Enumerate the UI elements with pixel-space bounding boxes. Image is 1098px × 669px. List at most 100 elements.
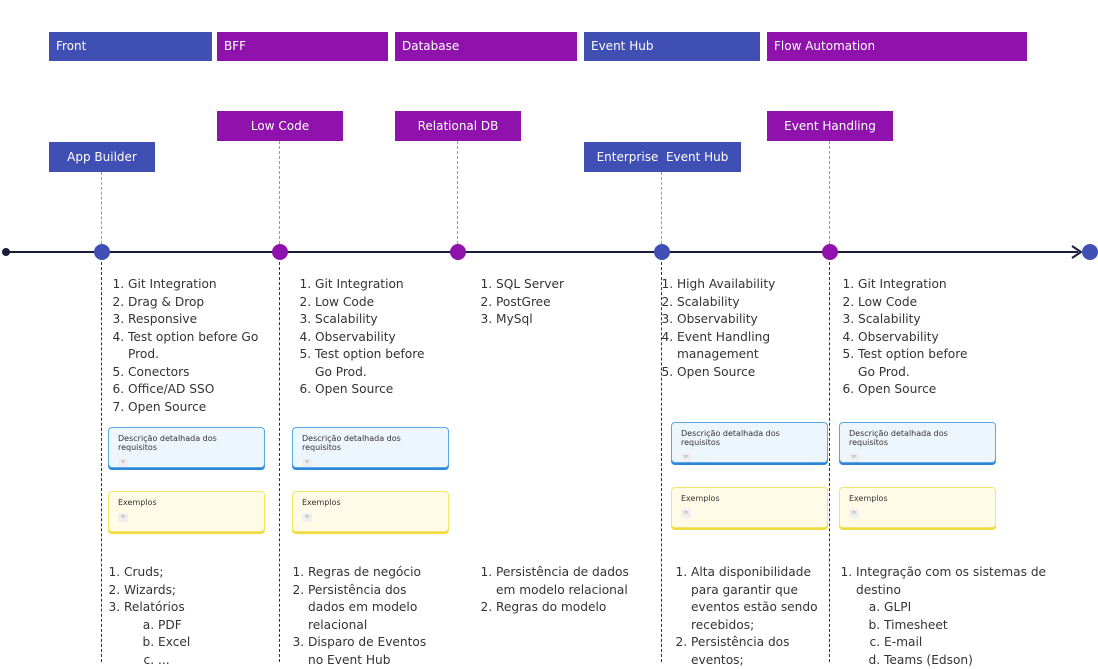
list-item: Cruds; [124,564,272,582]
list-item: High Availability [677,276,805,294]
lane-header-front[interactable]: Front [49,32,212,61]
list-item: Scalability [858,311,986,329]
timeline-node-enterprise-event-hub[interactable] [654,244,670,260]
connector-line [457,141,458,244]
timeline-node-low-code[interactable] [272,244,288,260]
description-card[interactable]: Descrição detalhada dos requisitos ≡ [839,422,996,463]
list-item: Observability [677,311,805,329]
list-item: Drag & Drop [128,294,266,312]
list-item: MySql [496,311,634,329]
list-item: ... [158,652,272,669]
connector-line [279,141,280,244]
component-enterprise-event-hub[interactable]: Enterprise Event Hub [584,142,741,172]
list-item: Low Code [315,294,441,312]
timeline-node-relational-db[interactable] [450,244,466,260]
description-card[interactable]: Descrição detalhada dos requisitos ≡ [671,422,828,463]
list-item: Test option before Go Prod. [315,346,441,381]
card-title: Exemplos [302,498,341,507]
list-item: Relatórios [124,599,272,617]
list-item: Open Source [128,399,266,417]
text-file-icon: ≡ [849,453,859,462]
examples-list-database: Persistência de dados em modelo relacion… [474,564,644,617]
description-card[interactable]: Descrição detalhada dos requisitos ≡ [292,427,449,468]
list-item: Office/AD SSO [128,381,266,399]
list-item: Test option before Go Prod. [858,346,986,381]
requirements-list-event-hub: High Availability Scalability Observabil… [655,276,805,381]
component-low-code[interactable]: Low Code [217,111,343,141]
lane-header-event-hub[interactable]: Event Hub [584,32,760,61]
examples-list-event-hub: Alta disponibilidade para garantir que e… [669,564,827,669]
list-item: PostGree [496,294,634,312]
lane-header-flow-automation[interactable]: Flow Automation [767,32,1027,61]
examples-card[interactable]: Exemplos ≡ [671,487,828,528]
examples-list-front: Cruds; Wizards; Relatórios PDF Excel ... [102,564,272,669]
list-item: Excel [158,634,272,652]
card-title: Descrição detalhada dos requisitos [302,434,401,452]
component-event-handling[interactable]: Event Handling [767,111,893,141]
list-item: Low Code [858,294,986,312]
text-file-icon: ≡ [681,509,691,518]
text-file-icon: ≡ [302,458,312,467]
connector-line [101,172,102,244]
text-file-icon: ≡ [302,513,312,522]
component-app-builder[interactable]: App Builder [49,142,155,172]
examples-list-flow: Integração com os sistemas de destino GL… [834,564,1054,669]
timeline-node-app-builder[interactable] [94,244,110,260]
card-title: Exemplos [849,494,888,503]
requirements-list-event-handling: Git Integration Low Code Scalability Obs… [836,276,986,399]
examples-card[interactable]: Exemplos ≡ [839,487,996,528]
connector-line [661,172,662,244]
list-item: PDF [158,617,272,635]
text-file-icon: ≡ [118,513,128,522]
list-item: Open Source [858,381,986,399]
list-item: Persistência de dados em modelo relacion… [496,564,644,599]
lane-header-database[interactable]: Database [395,32,577,61]
list-item: SQL Server [496,276,634,294]
list-item: Integração com os sistemas de destino [856,564,1054,599]
card-title: Descrição detalhada dos requisitos [118,434,217,452]
lane-header-bff[interactable]: BFF [217,32,388,61]
card-title: Exemplos [681,494,720,503]
list-item: Regras do modelo [496,599,644,617]
list-item: Git Integration [315,276,441,294]
requirements-list-app-builder: Git Integration Drag & Drop Responsive T… [106,276,266,416]
list-item: Test option before Go Prod. [128,329,266,364]
list-item: Wizards; [124,582,272,600]
card-title: Descrição detalhada dos requisitos [681,429,780,447]
list-item: E-mail [884,634,1054,652]
list-item: Event Handling management [677,329,805,364]
text-file-icon: ≡ [118,458,128,467]
list-item: Open Source [677,364,805,382]
requirements-list-relational-db: SQL Server PostGree MySql [474,276,634,329]
lane-divider [829,262,830,662]
list-item: Persistência dos dados em modelo relacio… [308,582,436,635]
text-file-icon: ≡ [681,453,691,462]
list-item: Timesheet [884,617,1054,635]
examples-card[interactable]: Exemplos ≡ [108,491,265,532]
list-item: Observability [858,329,986,347]
list-item: Open Source [315,381,441,399]
list-item: Observability [315,329,441,347]
timeline-end-node [1082,244,1098,260]
timeline-node-event-handling[interactable] [822,244,838,260]
list-item: GLPI [884,599,1054,617]
list-item: Teams (Edson) [884,652,1054,669]
list-item: Git Integration [128,276,266,294]
text-file-icon: ≡ [849,509,859,518]
examples-list-bff: Regras de negócio Persistência dos dados… [286,564,436,669]
card-title: Exemplos [118,498,157,507]
description-card[interactable]: Descrição detalhada dos requisitos ≡ [108,427,265,468]
component-relational-db[interactable]: Relational DB [395,111,521,141]
card-title: Descrição detalhada dos requisitos [849,429,948,447]
list-item: Scalability [315,311,441,329]
list-item: Git Integration [858,276,986,294]
lane-divider [279,262,280,662]
list-item: Persistência dos eventos; [691,634,827,669]
connector-line [829,141,830,244]
examples-card[interactable]: Exemplos ≡ [292,491,449,532]
requirements-list-low-code: Git Integration Low Code Scalability Obs… [293,276,441,399]
list-item: Conectors [128,364,266,382]
list-item: Regras de negócio [308,564,436,582]
list-item: Disparo de Eventos no Event Hub [308,634,436,669]
list-item: Alta disponibilidade para garantir que e… [691,564,827,634]
